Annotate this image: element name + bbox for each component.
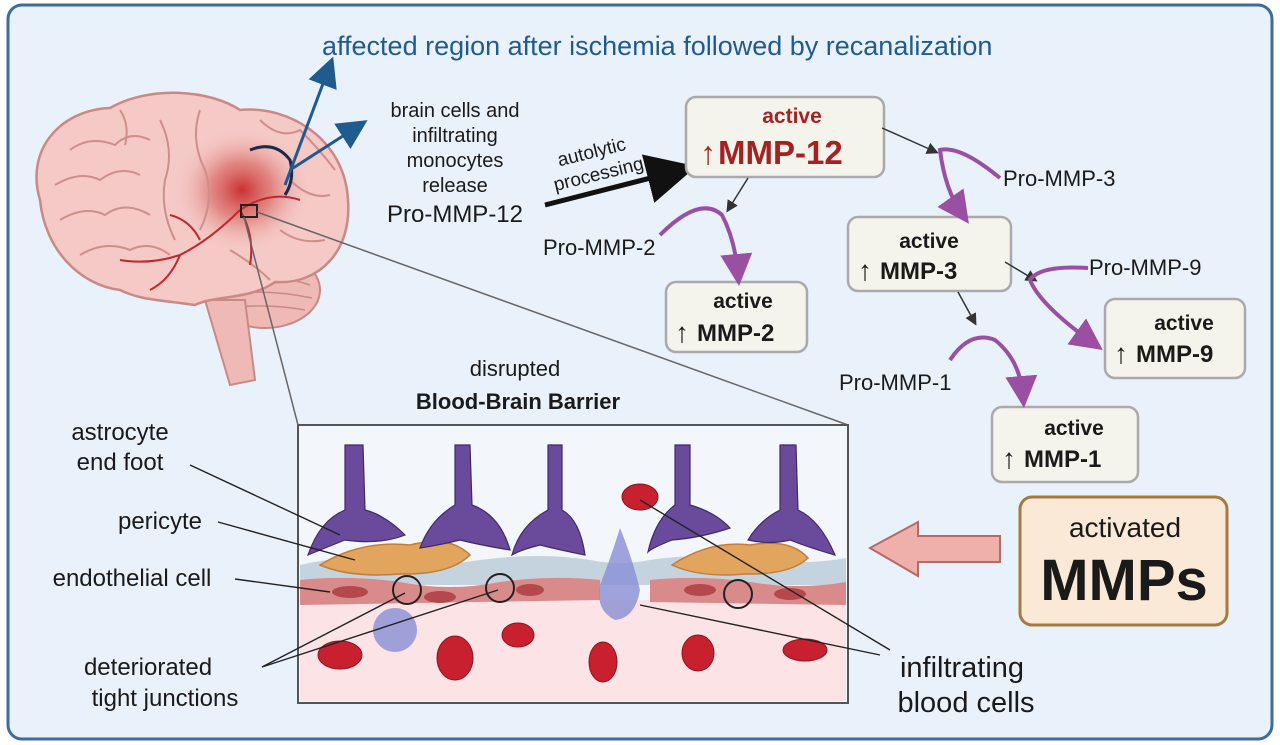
svg-text:brain cells and: brain cells and xyxy=(391,100,520,122)
svg-text:MMP-2: MMP-2 xyxy=(697,320,774,347)
left-label-lines xyxy=(189,464,499,668)
arrow-to-title xyxy=(283,56,337,186)
svg-text:active: active xyxy=(899,230,959,253)
svg-text:↑: ↑ xyxy=(700,135,716,171)
arrow-to-release-text xyxy=(289,120,368,172)
svg-text:infiltrating: infiltrating xyxy=(900,652,1024,684)
svg-text:blood cells: blood cells xyxy=(897,687,1034,719)
mmp12-box: active ↑ MMP-12 xyxy=(684,95,886,179)
right-labels: infiltrating blood cells xyxy=(897,652,1034,719)
brain-illustration xyxy=(35,91,350,387)
activated-mmps-box: activated MMPs xyxy=(1018,495,1229,627)
pro-mmp9-label: Pro-MMP-9 xyxy=(1089,255,1201,280)
svg-text:activated: activated xyxy=(1069,512,1181,543)
autolytic-arrow xyxy=(544,154,697,208)
svg-text:endothelial cell: endothelial cell xyxy=(53,565,212,592)
pro-mmp2-label: Pro-MMP-2 xyxy=(543,235,655,260)
title-text: affected region after ischemia followed … xyxy=(322,31,992,61)
purple-conversion-arrows xyxy=(658,147,1103,408)
svg-text:MMP-3: MMP-3 xyxy=(880,258,957,285)
svg-text:monocytes: monocytes xyxy=(407,150,504,172)
svg-text:active: active xyxy=(762,105,822,128)
svg-text:active: active xyxy=(1044,417,1104,440)
zoom-line-right xyxy=(256,211,849,426)
svg-text:↑: ↑ xyxy=(675,317,689,348)
svg-text:↑: ↑ xyxy=(1114,338,1128,369)
svg-text:release: release xyxy=(422,175,488,197)
svg-text:MMPs: MMPs xyxy=(1040,548,1208,613)
bbb-label-line2: Blood-Brain Barrier xyxy=(416,389,621,414)
bbb-panel xyxy=(297,424,849,704)
zoom-line-left xyxy=(243,216,299,426)
svg-text:deteriorated: deteriorated xyxy=(84,654,212,681)
pro-mmp12-label: Pro-MMP-12 xyxy=(387,201,523,228)
left-labels: astrocyte end foot pericyte endothelial … xyxy=(53,419,239,712)
svg-text:end foot: end foot xyxy=(77,449,164,476)
mmp1-box: active ↑ MMP-1 xyxy=(990,405,1140,484)
svg-text:astrocyte: astrocyte xyxy=(71,419,168,446)
activation-flow-arrow xyxy=(867,520,1001,578)
svg-text:MMP-12: MMP-12 xyxy=(718,134,843,171)
right-label-lines xyxy=(639,499,891,656)
pro-mmp1-label: Pro-MMP-1 xyxy=(839,370,951,395)
release-text: brain cells and infiltrating monocytes r… xyxy=(387,100,523,228)
mmp2-box: active ↑ MMP-2 xyxy=(664,280,809,354)
svg-text:MMP-9: MMP-9 xyxy=(1136,341,1213,368)
svg-text:active: active xyxy=(1154,312,1214,335)
mmp3-box: active ↑ MMP-3 xyxy=(846,215,1013,293)
svg-text:pericyte: pericyte xyxy=(118,508,202,535)
pro-mmp3-label: Pro-MMP-3 xyxy=(1003,166,1115,191)
zoom-box-small xyxy=(240,204,258,218)
bbb-label-line1: disrupted xyxy=(470,356,561,381)
mmp9-box: active ↑ MMP-9 xyxy=(1103,297,1247,380)
svg-text:↑: ↑ xyxy=(858,255,872,286)
svg-text:active: active xyxy=(713,290,773,313)
svg-text:MMP-1: MMP-1 xyxy=(1024,446,1101,473)
svg-text:tight junctions: tight junctions xyxy=(92,685,239,712)
svg-text:infiltrating: infiltrating xyxy=(412,125,498,147)
svg-text:↑: ↑ xyxy=(1002,443,1016,474)
